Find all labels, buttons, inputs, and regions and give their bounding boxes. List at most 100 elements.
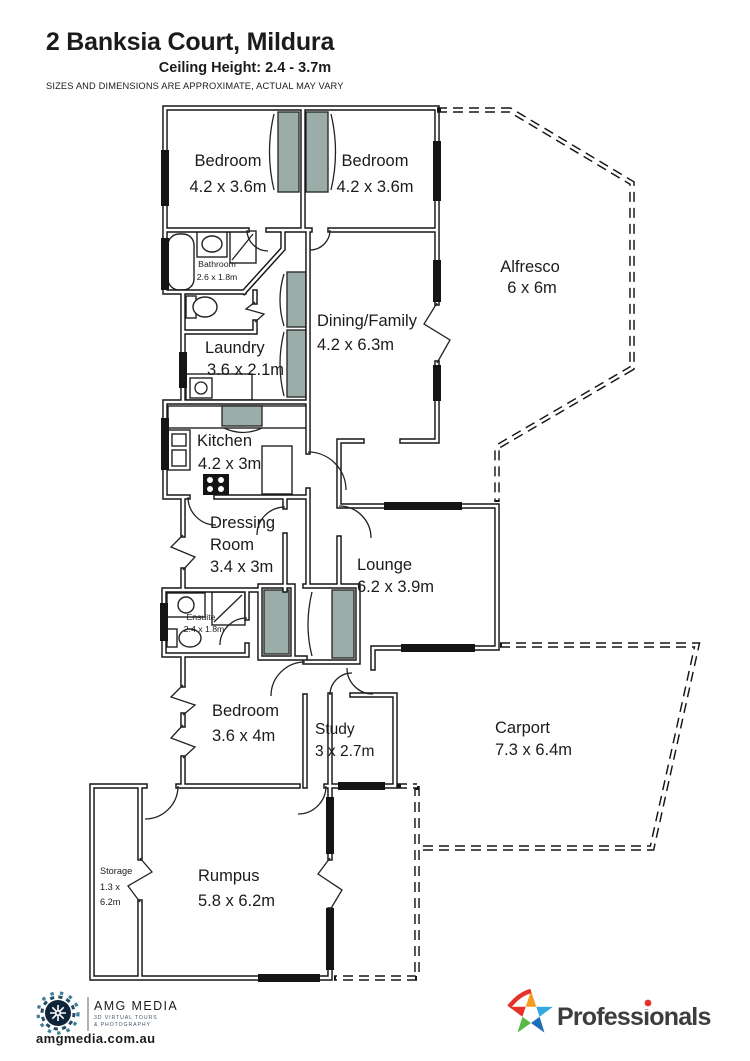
storage-dims-line2: 6.2m	[100, 897, 121, 907]
professionals-brand-text: Professionals	[557, 1003, 711, 1031]
bathroom-label: Bathroom	[198, 259, 236, 269]
header: 2 Banksia Court, Mildura Ceiling Height:…	[46, 28, 344, 91]
toilet-bowl-icon	[192, 296, 218, 318]
kitchen-dims: 4.2 x 3m	[198, 455, 261, 473]
bedroom2-label: Bedroom	[342, 152, 409, 170]
amg-tagline-line1: 3D VIRTUAL TOURS	[94, 1015, 158, 1021]
lounge-dims: 6.2 x 3.9m	[357, 578, 434, 596]
window-icon	[326, 908, 334, 970]
bedroom1-label: Bedroom	[195, 152, 262, 170]
dining-family-dims: 4.2 x 6.3m	[317, 336, 394, 354]
dressing-room-dims: 3.4 x 3m	[210, 558, 273, 576]
window-icon	[401, 644, 475, 652]
window-icon	[384, 502, 462, 510]
door-arc	[338, 505, 372, 539]
opening-break-icon	[169, 684, 197, 716]
carport-dims: 7.3 x 6.4m	[495, 741, 572, 759]
window-icon	[161, 238, 169, 290]
laundry-dims: 3.6 x 2.1m	[207, 361, 284, 379]
door-arc	[256, 506, 286, 536]
shower-screen-line	[213, 594, 243, 623]
bedroom3-label: Bedroom	[212, 702, 279, 720]
window-icon	[338, 782, 385, 790]
dashed-boundaries	[334, 107, 701, 981]
opening-break-icon	[423, 302, 451, 364]
door-arc	[187, 496, 217, 526]
amg-mandala-icon	[36, 991, 80, 1035]
washer-icon	[189, 377, 213, 399]
shower-screen-line	[231, 233, 254, 261]
hall-closet-lower-icon	[331, 589, 355, 659]
storage-label: Storage	[100, 866, 132, 876]
dressing-room-label-line1: Dressing	[210, 514, 275, 532]
alfresco-boundary-core	[441, 108, 634, 500]
hall-closet-icon	[286, 329, 307, 398]
door-arc	[307, 451, 347, 491]
wardrobe-ensuite-icon	[263, 589, 290, 655]
fixtures	[166, 230, 309, 648]
burner-icon	[218, 486, 224, 492]
window-icon	[160, 603, 168, 641]
carport-side-boundary-core	[336, 784, 419, 980]
alfresco-dims: 6 x 6m	[507, 279, 557, 297]
closet-door-arc	[279, 273, 285, 327]
washer-drum-icon	[194, 381, 208, 395]
wardrobe-bedroom2-icon	[305, 111, 329, 193]
toilet-bowl-icon	[178, 628, 202, 648]
window-icon	[179, 352, 187, 388]
kitchen-label: Kitchen	[197, 432, 252, 450]
carport-side-boundary	[334, 783, 420, 981]
study-dims: 3 x 2.7m	[315, 743, 374, 760]
door-arc	[270, 661, 306, 697]
amg-tagline-line2: & PHOTOGRAPHY	[94, 1022, 151, 1028]
wardrobe-door-arc	[330, 113, 337, 191]
dining-family-label: Dining/Family	[317, 312, 418, 330]
rumpus-dims: 5.8 x 6.2m	[198, 892, 275, 910]
laundry-label: Laundry	[205, 339, 265, 357]
bathroom-dims: 2.6 x 1.8m	[197, 272, 238, 282]
carport-boundary-core	[423, 643, 699, 850]
window-icon	[258, 974, 320, 982]
bathtub-icon	[167, 233, 195, 291]
opening-break-icon	[317, 857, 343, 911]
burner-icon	[207, 486, 213, 492]
doors	[144, 229, 374, 820]
wall-core	[90, 106, 499, 980]
ensuite-dims: 2.4 x 1.8m	[184, 624, 225, 634]
window-icon	[433, 260, 441, 302]
closet-door-arc	[279, 331, 285, 397]
kitchen-sink-icon	[171, 449, 187, 467]
bathroom-sink-icon	[201, 235, 223, 253]
opening-break-icon	[127, 857, 154, 903]
door-arc	[309, 229, 331, 251]
walls	[89, 105, 500, 981]
amg-media-name: AMG MEDIA	[94, 999, 178, 1013]
storage-dims-line1: 1.3 x	[100, 882, 120, 892]
opening-break-icon	[169, 724, 197, 759]
kitchen-sink-icon	[171, 433, 187, 447]
study-label: Study	[315, 721, 355, 738]
bedroom3-dims: 3.6 x 4m	[212, 727, 275, 745]
dressing-room-label-line2: Room	[210, 536, 254, 554]
wardrobe-door-arc	[268, 113, 275, 191]
door-arc	[297, 785, 327, 815]
amg-website: amgmedia.com.au	[36, 1031, 155, 1046]
opening-symbols	[127, 301, 451, 911]
window-icon	[161, 150, 169, 206]
alfresco-label: Alfresco	[500, 258, 560, 276]
windows	[160, 141, 475, 982]
window-icon	[433, 365, 441, 401]
hall-closet-icon	[286, 271, 307, 328]
page-title: 2 Banksia Court, Mildura	[46, 28, 336, 56]
kitchen-island-icon	[261, 445, 293, 495]
door-arc	[246, 229, 269, 252]
closet-door-arc	[307, 591, 313, 657]
lounge-label: Lounge	[357, 556, 412, 574]
door-arc	[329, 672, 353, 696]
toilet-tank-icon	[166, 628, 178, 648]
door-arc	[346, 667, 374, 695]
amg-media-logo: AMG MEDIA 3D VIRTUAL TOURS & PHOTOGRAPHY…	[36, 991, 178, 1046]
ceiling-height-subtitle: Ceiling Height: 2.4 - 3.7m	[159, 60, 331, 76]
